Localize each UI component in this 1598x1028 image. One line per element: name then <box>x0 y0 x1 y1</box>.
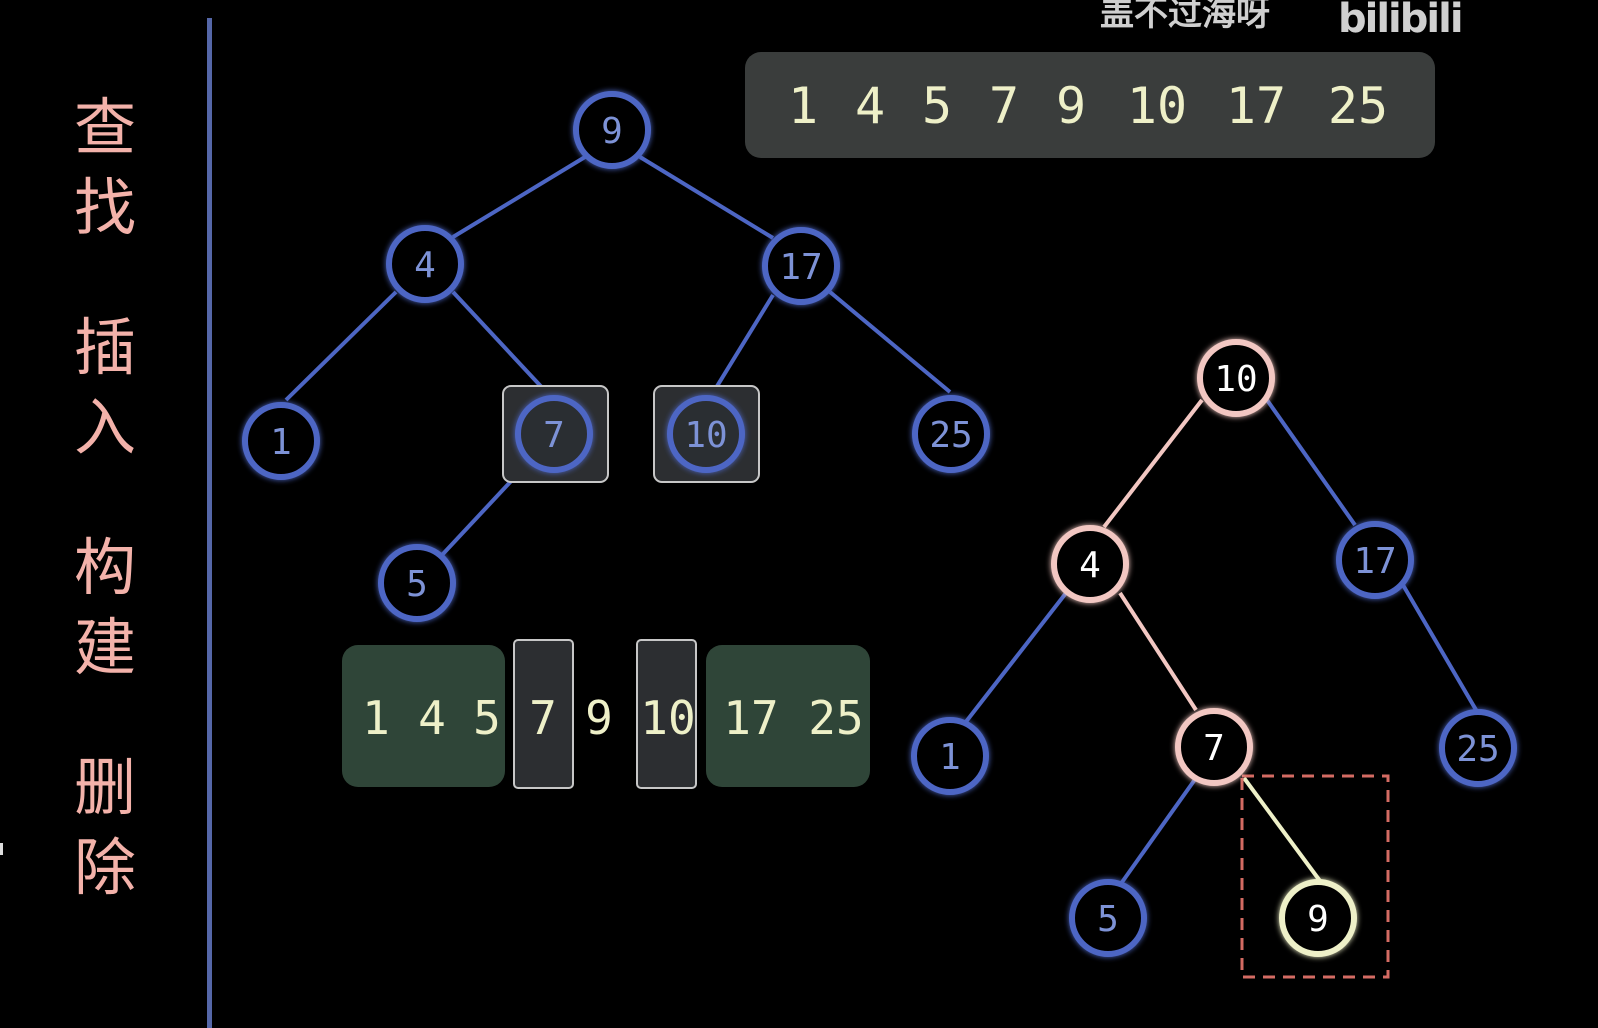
node-label: 7 <box>543 415 565 456</box>
node-label: 1 <box>939 737 961 778</box>
partition-value: 25 <box>808 691 863 745</box>
tree-node <box>242 402 320 480</box>
tree-node <box>912 395 990 473</box>
tree-node <box>1439 709 1517 787</box>
tree-edge <box>284 290 398 402</box>
tree-node-inserted <box>1279 879 1357 957</box>
tree-edge <box>638 155 775 240</box>
partition-value: 9 <box>585 691 613 745</box>
node-label: 9 <box>1307 899 1329 940</box>
sorted-array-box <box>745 52 1435 158</box>
left-split-box <box>513 639 574 789</box>
node-label: 25 <box>929 415 972 456</box>
array-value: 4 <box>855 77 885 135</box>
partition-value: 1 <box>362 691 390 745</box>
sorted-array-panel: 1 4 5 7 9 10 17 25 <box>745 52 1435 158</box>
node-label: 4 <box>414 245 436 286</box>
menu-char: 构 <box>73 531 136 604</box>
tree-node <box>1336 521 1414 599</box>
tree-inserted: 10 4 17 1 7 25 5 9 <box>911 339 1517 979</box>
tree-edge <box>1118 776 1198 887</box>
partition-value: 10 <box>640 691 695 745</box>
partition-value: 5 <box>473 691 501 745</box>
tree-node-path <box>1051 525 1129 603</box>
vertical-divider <box>207 18 212 1028</box>
node-label: 1 <box>270 422 292 463</box>
node-label: 9 <box>601 111 623 152</box>
menu-char: 查 <box>73 91 136 164</box>
tree-node <box>762 227 840 305</box>
node-label: 5 <box>1097 899 1119 940</box>
tree-edge <box>828 290 952 394</box>
side-menu: 查 找 插 入 构 建 删 除 <box>60 88 150 908</box>
left-group-box <box>342 645 505 787</box>
node-label: 7 <box>1203 728 1225 769</box>
partition-array: 1 4 5 7 9 10 17 25 <box>342 639 870 789</box>
tree-node <box>667 395 745 473</box>
menu-char: 入 <box>73 391 136 464</box>
node-label: 17 <box>779 247 822 288</box>
menu-char: 找 <box>73 171 136 244</box>
array-value: 7 <box>989 77 1019 135</box>
menu-char: 插 <box>73 311 136 384</box>
array-value: 1 <box>788 77 818 135</box>
node-label: 17 <box>1353 541 1396 582</box>
tree-edge-path <box>1102 398 1204 529</box>
tree-edge <box>451 155 587 239</box>
array-value: 25 <box>1328 77 1388 135</box>
menu-char: 除 <box>73 831 136 904</box>
node-label: 4 <box>1079 545 1101 586</box>
tree-node <box>1069 879 1147 957</box>
tree-node <box>573 91 651 169</box>
tree-balanced: 9 4 17 1 7 10 25 5 <box>242 91 990 622</box>
tree-edge <box>709 293 775 398</box>
menu-char: 建 <box>73 611 136 684</box>
tree-node-path <box>1197 339 1275 417</box>
right-group-box <box>706 645 870 787</box>
menu-char: 删 <box>73 751 136 824</box>
array-value: 10 <box>1127 77 1187 135</box>
tree-node-path <box>1175 708 1253 786</box>
array-value: 17 <box>1226 77 1286 135</box>
tree-edge <box>1401 583 1481 717</box>
partition-value: 7 <box>529 691 557 745</box>
tree-edge-inserted <box>1242 776 1325 887</box>
edge-tick <box>0 843 3 855</box>
right-split-box <box>636 639 697 789</box>
tree-edge-path <box>1118 591 1198 712</box>
partition-value: 17 <box>723 691 778 745</box>
tree-node <box>386 225 464 303</box>
array-value: 9 <box>1056 77 1086 135</box>
tree-edge <box>451 290 551 397</box>
node-label: 25 <box>1456 729 1499 770</box>
tree-node <box>378 544 456 622</box>
watermark-text: 盖不过海呀 <box>1100 0 1270 34</box>
node-label: 10 <box>684 415 727 456</box>
watermark-logo: bilibili <box>1338 0 1464 42</box>
partition-value: 4 <box>418 691 446 745</box>
tree-edge <box>963 591 1068 725</box>
tree-node <box>515 395 593 473</box>
node-label: 10 <box>1214 359 1257 400</box>
tree-edge <box>1265 398 1357 527</box>
node-label: 5 <box>406 564 428 605</box>
tree-node <box>911 717 989 795</box>
array-value: 5 <box>922 77 952 135</box>
inserted-dashed-box <box>1240 774 1390 979</box>
